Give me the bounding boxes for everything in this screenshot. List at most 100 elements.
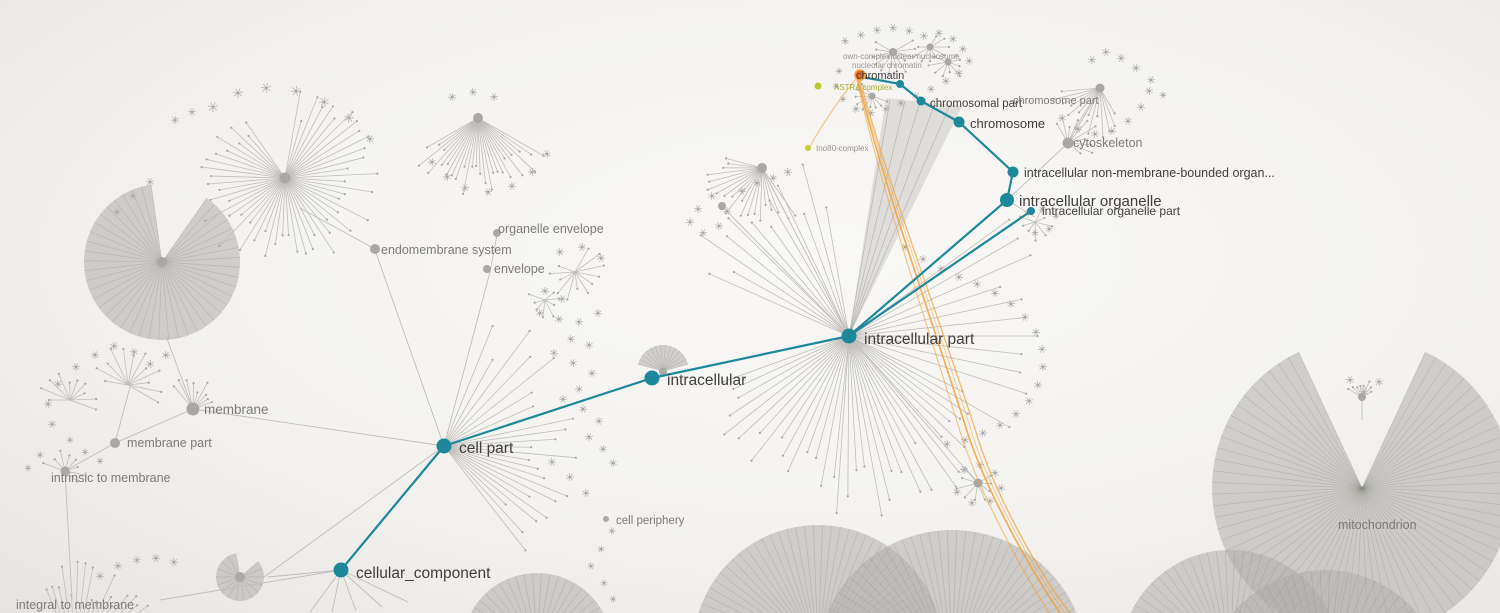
leaf-node-star <box>66 436 74 444</box>
hub-node[interactable] <box>603 516 609 522</box>
leaf-node-star <box>1024 397 1033 406</box>
leaf-node-star <box>541 286 550 295</box>
leaf-node-star <box>527 167 536 176</box>
hub-node[interactable] <box>718 202 726 210</box>
hub-node[interactable] <box>60 466 70 476</box>
pie-sector <box>827 529 1077 613</box>
leaf-node-star <box>1091 130 1100 138</box>
leaf-node-star <box>260 83 271 94</box>
leaf-node-star <box>548 457 557 466</box>
leaf-node-star <box>959 45 968 54</box>
leaf-node-star <box>959 466 968 475</box>
label-organelle-envelope: organelle envelope <box>498 222 604 236</box>
leaf-node-star <box>595 416 603 425</box>
leaf-node-star <box>608 527 616 535</box>
hub-node[interactable] <box>157 257 167 267</box>
leaf-node-star <box>152 553 161 562</box>
leaf-node-star <box>113 562 122 571</box>
hub-node[interactable] <box>1358 393 1366 401</box>
ino80-node[interactable] <box>805 145 811 151</box>
hub-node[interactable] <box>868 92 876 100</box>
leaf-node-star <box>752 179 761 188</box>
chromosomal-part-node[interactable] <box>916 96 926 106</box>
label-chromatin: chromatin <box>856 70 904 82</box>
hub-node[interactable] <box>279 172 291 184</box>
label-integral-to-membrane: integral to membrane <box>16 598 134 612</box>
pie-sector <box>1212 352 1500 613</box>
label-nuclear-nucleosome: nuclear nucleosome <box>888 52 960 61</box>
label-intracellular-non-membrane-bounded-organelle: intracellular non-membrane-bounded organ… <box>1024 166 1275 180</box>
leaf-node-star <box>1137 102 1145 111</box>
label-cytoskeleton: cytoskeleton <box>1073 136 1143 150</box>
leaf-node-star <box>1052 212 1060 220</box>
leaf-node-star <box>1074 124 1082 133</box>
hub-node[interactable] <box>1062 137 1074 149</box>
graph-edge <box>761 167 850 337</box>
leaf-node-star <box>597 545 605 553</box>
hub-node[interactable] <box>235 572 245 582</box>
leaf-node-star <box>54 379 63 388</box>
leaf-node-star <box>948 35 957 44</box>
hub-node[interactable] <box>483 265 491 273</box>
hub-node[interactable] <box>370 244 380 254</box>
pie-clusters <box>84 184 1500 613</box>
chromatin-node[interactable] <box>896 80 904 88</box>
graph-edge <box>263 445 445 578</box>
leaf-node-star <box>110 342 119 351</box>
hub-node[interactable] <box>110 438 120 448</box>
leaf-node-star <box>461 184 470 193</box>
hub-node[interactable] <box>757 163 767 173</box>
leaf-node-star <box>1102 47 1111 56</box>
leaf-node-star <box>582 488 591 497</box>
hub-node[interactable] <box>944 58 952 66</box>
leaf-node-star <box>609 595 617 603</box>
astra-node[interactable] <box>814 82 822 90</box>
leaf-node-star <box>484 188 493 197</box>
leaf-node-star <box>1159 91 1167 99</box>
chromosome-node[interactable] <box>953 116 965 128</box>
intracellular-part-node[interactable] <box>841 328 857 344</box>
intracellular-non-membrane-bounded-organelle-node[interactable] <box>1007 166 1019 178</box>
leaf-node-star <box>96 457 104 465</box>
hub-node[interactable] <box>889 48 897 56</box>
leaf-node-star <box>952 487 961 496</box>
hub-node[interactable] <box>473 113 483 123</box>
cell-part-node[interactable] <box>436 438 452 454</box>
orange-path-edge <box>858 79 1066 613</box>
leaf-node-star <box>1034 380 1043 389</box>
leaf-node-star <box>81 448 89 456</box>
leaf-node-star <box>129 191 137 200</box>
pie-sector <box>470 573 604 613</box>
leaf-node-star <box>585 433 593 442</box>
leaf-node-star <box>584 341 593 349</box>
intracellular-node[interactable] <box>644 370 660 386</box>
leaf-node-star <box>47 419 56 428</box>
leaf-node-star <box>686 217 694 226</box>
leaf-node-star <box>832 82 840 90</box>
leaf-node-star <box>542 150 551 159</box>
hub-node[interactable] <box>659 368 667 376</box>
hub-node[interactable] <box>493 229 501 237</box>
teal-path-edge <box>860 75 902 86</box>
label-cellular-component: cellular_component <box>356 565 491 582</box>
nucleosome-node[interactable] <box>854 69 866 81</box>
intracellular-organelle-node[interactable] <box>1000 193 1014 207</box>
leaf-node-star <box>996 420 1005 429</box>
leaf-node-star <box>897 99 906 107</box>
leaf-node-star <box>1131 63 1140 72</box>
teal-path-edge <box>339 444 446 572</box>
leaf-node-star <box>1032 327 1040 336</box>
leaf-node-star <box>567 334 576 343</box>
cellular-component-node[interactable] <box>333 562 349 578</box>
leaf-node-star <box>715 222 724 231</box>
hub-node[interactable] <box>1095 83 1105 93</box>
hub-node[interactable] <box>926 43 934 51</box>
hub-node[interactable] <box>186 402 200 416</box>
intracellular-organelle-part-node[interactable] <box>1027 207 1035 215</box>
leaf-node-star <box>1039 363 1048 372</box>
leaf-node-star <box>991 288 999 297</box>
leaf-node-star <box>873 25 882 34</box>
orange-path-edge <box>856 79 1050 613</box>
